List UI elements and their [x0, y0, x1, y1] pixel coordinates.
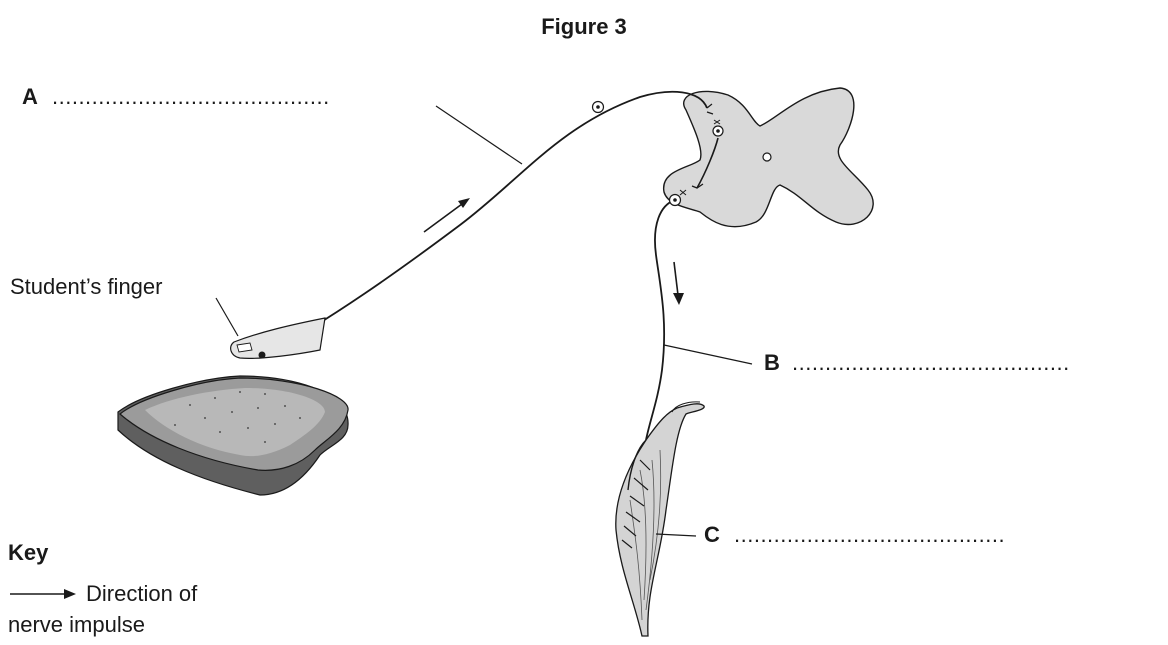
- bread-slice: [118, 376, 348, 495]
- label-a-letter: A: [22, 84, 38, 109]
- muscle: [616, 402, 704, 636]
- spinal-cord: [664, 88, 874, 227]
- motor-neurone: [646, 195, 684, 441]
- sensory-neurone: [263, 92, 707, 356]
- finger-label-pointer: [216, 298, 238, 336]
- label-b-letter: B: [764, 350, 780, 375]
- key-line-1: Direction of: [86, 581, 198, 606]
- label-b-answer-line: ........................................…: [792, 350, 1070, 375]
- key-line-2: nerve impulse: [8, 612, 145, 637]
- label-b: B ......................................…: [664, 345, 1070, 375]
- label-a-answer-line: ........................................…: [52, 84, 330, 109]
- key: Key Direction of nerve impulse: [8, 540, 198, 637]
- finger: [231, 318, 325, 359]
- label-c-answer-line: ........................................…: [734, 522, 1005, 547]
- label-c: C ......................................…: [656, 522, 1005, 547]
- label-a-pointer: [436, 106, 522, 164]
- central-canal: [763, 153, 771, 161]
- receptor: [259, 352, 266, 359]
- impulse-arrow-motor: [674, 262, 678, 295]
- finger-label-text: Student’s finger: [10, 274, 162, 299]
- key-heading: Key: [8, 540, 49, 565]
- label-b-pointer: [664, 345, 752, 364]
- label-a: A ......................................…: [22, 84, 522, 164]
- finger-label: Student’s finger: [10, 274, 238, 336]
- label-c-letter: C: [704, 522, 720, 547]
- figure-title: Figure 3: [541, 14, 627, 39]
